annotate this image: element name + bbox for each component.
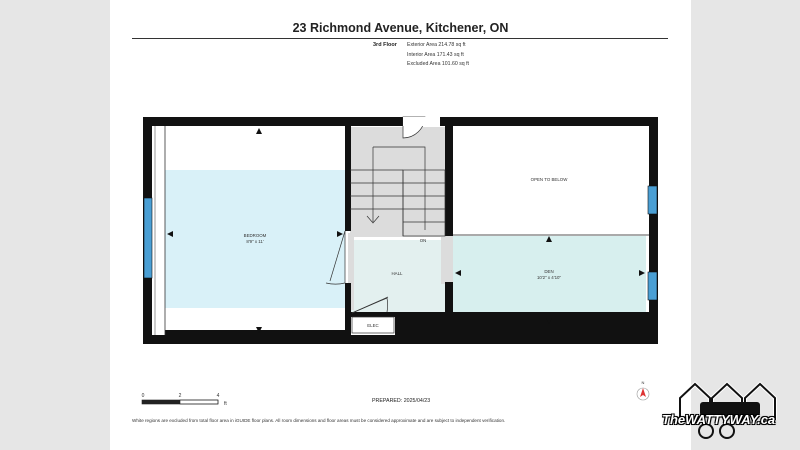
prepared-date: PREPARED: 2025/04/23: [372, 398, 431, 404]
page-title: 23 Richmond Avenue, Kitchener, ON: [292, 21, 509, 35]
on-label: ON: [420, 238, 427, 243]
dimension-arrows: [167, 128, 645, 333]
stair-area: [350, 127, 445, 237]
bedroom-dims: 8'9" x 11': [246, 239, 263, 244]
bedroom-window: [143, 197, 153, 279]
scale-tick-0: 0: [142, 393, 145, 399]
wattyway-logo: [678, 381, 777, 439]
staircase: [350, 146, 446, 237]
scale-unit: ft: [224, 401, 227, 407]
den-dims: 10'2" x 4'10": [537, 275, 562, 280]
hall-fill: [350, 240, 445, 312]
bedroom-fill: [165, 170, 345, 308]
exterior-area: Exterior Area 214.78 sq ft: [407, 42, 466, 48]
logo-text: TheWATTYWAY.ca: [662, 412, 776, 427]
hall-label: HALL: [392, 271, 404, 276]
den-label: DEN: [544, 269, 553, 274]
doors: [325, 116, 440, 334]
open-to-below-label: OPEN TO BELOW: [531, 177, 569, 182]
floor-label: 3rd Floor: [373, 42, 397, 48]
excluded-area: Excluded Area 101.60 sq ft: [407, 61, 470, 67]
den-fill: [453, 236, 646, 314]
bedroom-label: BEDROOM: [244, 233, 267, 238]
compass-icon: N: [636, 380, 650, 401]
interior-area: Interior Area 171.43 sq ft: [407, 52, 464, 58]
elec-label: ELEC: [367, 323, 378, 328]
open-window: [647, 185, 658, 215]
den-window: [647, 271, 658, 301]
scale-tick-4: 4: [217, 393, 220, 399]
disclaimer: White regions are excluded from total fl…: [132, 418, 506, 423]
compass-label: N: [642, 380, 645, 385]
title-rule: [132, 38, 668, 39]
scale-bar: 0 2 4 ft: [142, 393, 228, 407]
scale-tick-2: 2: [179, 393, 182, 399]
